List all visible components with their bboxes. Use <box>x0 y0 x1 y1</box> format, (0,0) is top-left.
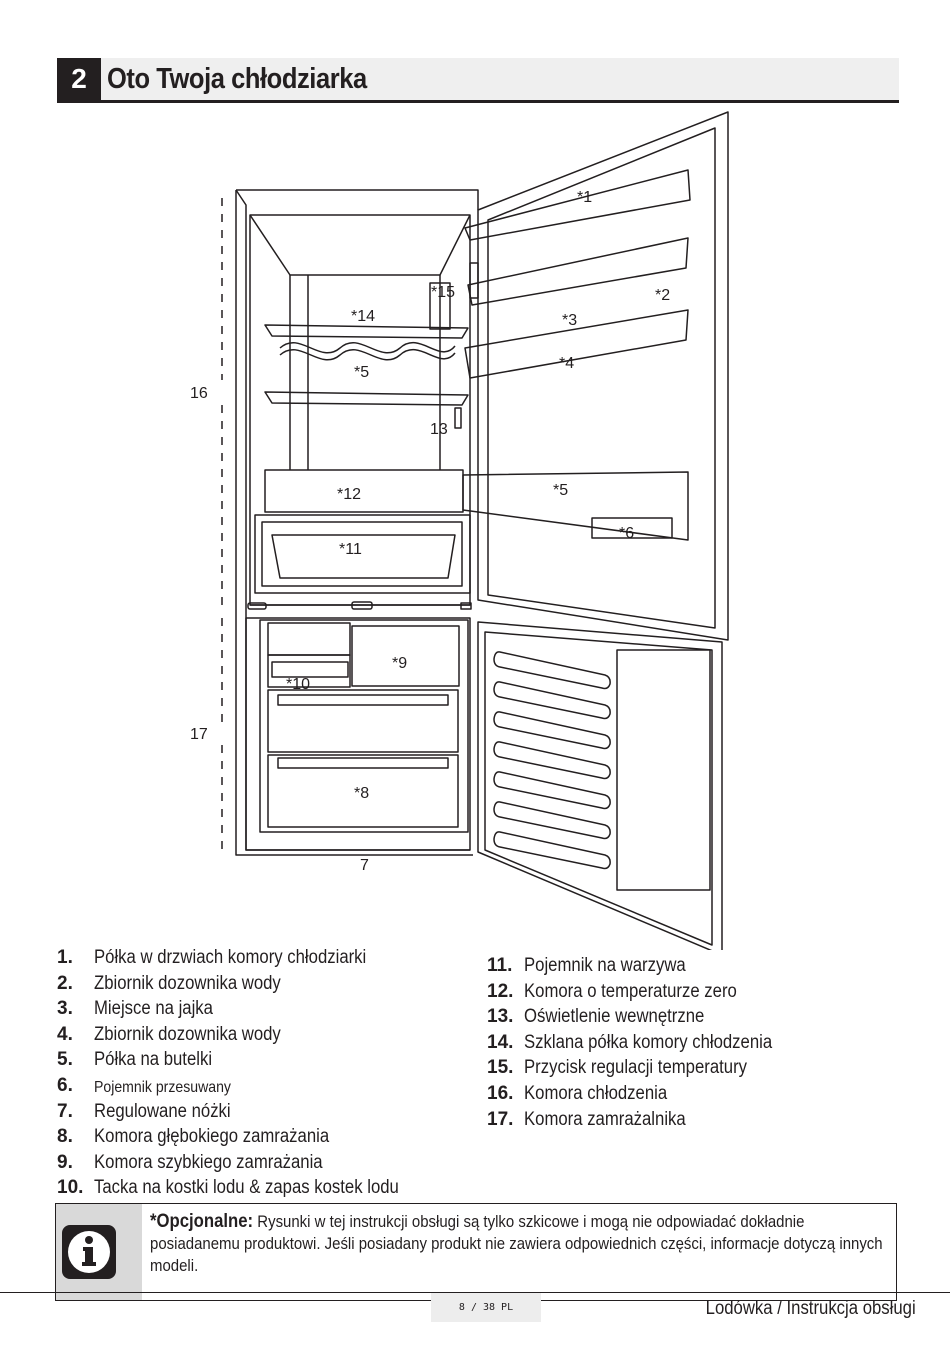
label-16: 16 <box>190 385 208 402</box>
label-3: *3 <box>562 312 577 329</box>
list-item: 13.Oświetlenie wewnętrzne <box>487 1006 705 1028</box>
label-1: *1 <box>577 189 592 206</box>
list-item: 16.Komora chłodzenia <box>487 1082 668 1104</box>
list-item: 14.Szklana półka komory chłodzenia <box>487 1031 773 1053</box>
label-7: 7 <box>360 857 369 874</box>
label-11: *11 <box>339 541 362 558</box>
label-12: *12 <box>337 486 361 503</box>
footer-divider <box>0 1292 950 1293</box>
section-title: Oto Twoja chłodziarka <box>107 63 367 95</box>
label-5b: *5 <box>553 482 568 499</box>
parts-list-right: 11.Pojemnik na warzywa 12.Komora o tempe… <box>487 953 887 1132</box>
label-15: *15 <box>431 284 455 301</box>
page-number: 8 / 38 PL <box>431 1293 541 1322</box>
label-5a: *5 <box>354 364 369 381</box>
list-item: 8.Komora głębokiego zamrażania <box>57 1126 330 1148</box>
label-8: *8 <box>354 785 369 802</box>
label-13: 13 <box>430 421 448 438</box>
list-item: 7.Regulowane nóżki <box>57 1100 231 1122</box>
label-10: *10 <box>286 676 310 693</box>
list-item: 2.Zbiornik dozownika wody <box>57 972 281 994</box>
label-2: *2 <box>655 287 670 304</box>
footer-title: Lodówka / Instrukcja obsługi <box>705 1298 916 1319</box>
list-item: 15.Przycisk regulacji temperatury <box>487 1057 748 1079</box>
list-item: 4.Zbiornik dozownika wody <box>57 1023 281 1045</box>
optional-note: *Opcjonalne: Rysunki w tej instrukcji ob… <box>55 1203 897 1301</box>
list-item: 12.Komora o temperaturze zero <box>487 980 737 1002</box>
section-number: 2 <box>57 58 101 100</box>
label-17: 17 <box>190 726 208 743</box>
refrigerator-diagram: *1 *2 *3 *4 *5 *5 *6 7 *8 *9 *10 *11 *12… <box>190 111 729 950</box>
label-14: *14 <box>351 308 375 325</box>
list-item: 1.Półka w drzwiach komory chłodziarki <box>57 947 367 968</box>
list-item: 9.Komora szybkiego zamrażania <box>57 1151 323 1173</box>
section-header: 2 Oto Twoja chłodziarka <box>57 58 899 103</box>
info-icon <box>62 1225 116 1279</box>
list-item: 5.Półka na butelki <box>57 1049 213 1071</box>
note-bold-label: *Opcjonalne: <box>150 1211 254 1232</box>
label-4: *4 <box>559 355 574 372</box>
note-body: Rysunki w tej instrukcji obsługi są tylk… <box>150 1212 883 1275</box>
list-item: 3.Miejsce na jajka <box>57 998 213 1020</box>
label-9: *9 <box>392 655 407 672</box>
label-6: *6 <box>619 525 634 542</box>
list-item: 11.Pojemnik na warzywa <box>487 955 686 976</box>
list-item: 10.Tacka na kostki lodu & zapas kostek l… <box>57 1177 399 1199</box>
list-item: 6.Pojemnik przesuwany <box>57 1074 231 1096</box>
parts-list-left: 1.Półka w drzwiach komory chłodziarki 2.… <box>57 945 457 1201</box>
note-icon-box <box>56 1204 142 1300</box>
list-item: 17.Komora zamrażalnika <box>487 1108 686 1130</box>
note-text: *Opcjonalne: Rysunki w tej instrukcji ob… <box>150 1211 891 1277</box>
